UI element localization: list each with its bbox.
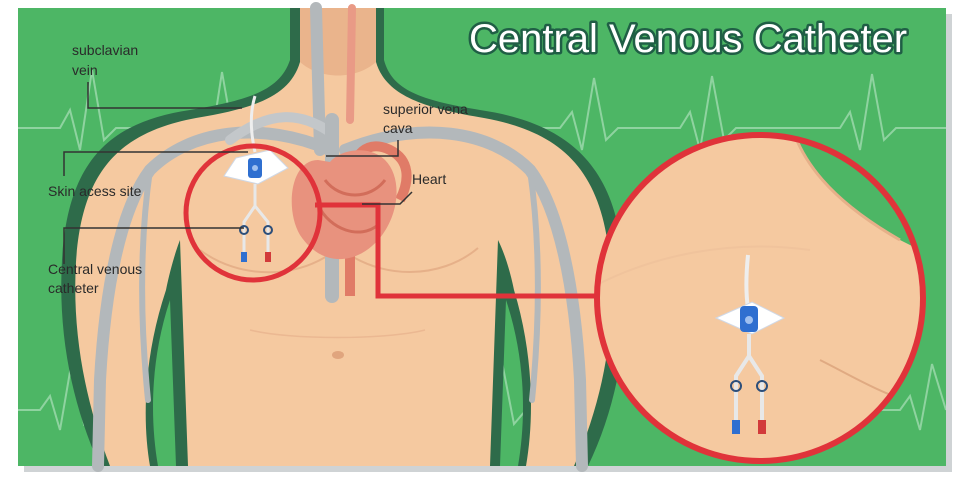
label-central-venous-catheter-2: catheter bbox=[48, 280, 99, 296]
label-heart: Heart bbox=[412, 171, 446, 187]
label-svc-1: superior vena bbox=[383, 101, 468, 117]
label-subclavian-vein-2: vein bbox=[72, 62, 98, 78]
label-skin-access-site: Skin acess site bbox=[48, 183, 142, 199]
diagram-title: Central Venous Catheter bbox=[469, 17, 907, 61]
label-central-venous-catheter-1: Central venous bbox=[48, 261, 142, 277]
label-svc-2: cava bbox=[383, 120, 413, 136]
label-subclavian-vein-1: subclavian bbox=[72, 42, 138, 58]
